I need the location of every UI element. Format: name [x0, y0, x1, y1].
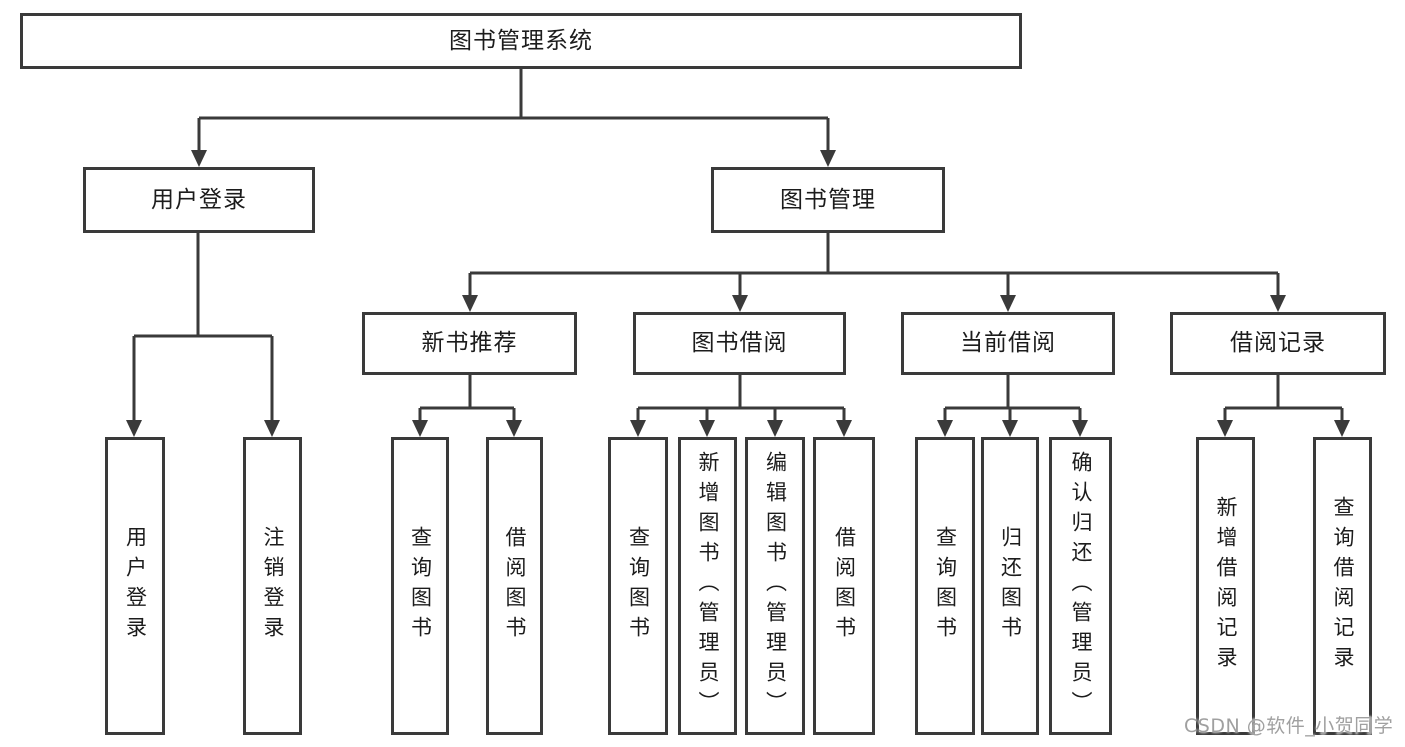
leaf-bb-query-book: 查询图书	[608, 437, 668, 735]
edge-root-to-level2	[197, 69, 830, 152]
edge-book-borrow-to-leaves	[636, 375, 846, 422]
leaf-bb-edit-book-admin: 编辑图书（管理员）	[745, 437, 805, 735]
leaf-bb-add-book-admin: 新增图书（管理员）	[678, 437, 737, 735]
arrowhead	[412, 420, 428, 437]
leaf-cb-confirm-return-admin: 确认归还（管理员）	[1049, 437, 1112, 735]
node-new-book-recommend: 新书推荐	[362, 312, 577, 375]
arrowhead	[264, 420, 280, 437]
edge-book-management-to-level3	[468, 233, 1280, 298]
arrowhead	[191, 150, 207, 167]
arrowhead	[506, 420, 522, 437]
arrowhead	[699, 420, 715, 437]
arrowhead	[1072, 420, 1088, 437]
leaf-bb-borrow-book: 借阅图书	[813, 437, 875, 735]
node-book-borrow: 图书借阅	[633, 312, 846, 375]
leaf-cb-query-book: 查询图书	[915, 437, 975, 735]
arrowhead	[937, 420, 953, 437]
arrowhead	[836, 420, 852, 437]
arrowhead	[126, 420, 142, 437]
node-borrow-records: 借阅记录	[1170, 312, 1386, 375]
node-book-management: 图书管理	[711, 167, 945, 233]
node-root: 图书管理系统	[20, 13, 1022, 69]
node-current-borrow: 当前借阅	[901, 312, 1115, 375]
leaf-br-add-record: 新增借阅记录	[1196, 437, 1255, 735]
arrowhead	[1217, 420, 1233, 437]
arrowhead	[820, 150, 836, 167]
arrowhead	[732, 295, 748, 312]
arrowhead	[767, 420, 783, 437]
leaf-cb-return-book: 归还图书	[981, 437, 1039, 735]
arrowhead	[630, 420, 646, 437]
leaf-logout: 注销登录	[243, 437, 302, 735]
arrowhead	[1000, 295, 1016, 312]
node-user-login: 用户登录	[83, 167, 315, 233]
leaf-nbr-query-book: 查询图书	[391, 437, 449, 735]
arrowhead	[462, 295, 478, 312]
csdn-watermark: CSDN @软件_小贺同学	[1184, 715, 1394, 737]
edge-new-book-recommend-to-leaves	[418, 375, 516, 422]
leaf-nbr-borrow-book: 借阅图书	[486, 437, 543, 735]
arrowhead	[1270, 295, 1286, 312]
leaf-user-login: 用户登录	[105, 437, 165, 735]
arrowhead	[1002, 420, 1018, 437]
arrowhead	[1334, 420, 1350, 437]
edge-borrow-records-to-leaves	[1223, 375, 1344, 422]
edge-current-borrow-to-leaves	[943, 375, 1082, 422]
edge-user-login-to-leaves	[132, 233, 274, 422]
leaf-br-query-record: 查询借阅记录	[1313, 437, 1372, 735]
